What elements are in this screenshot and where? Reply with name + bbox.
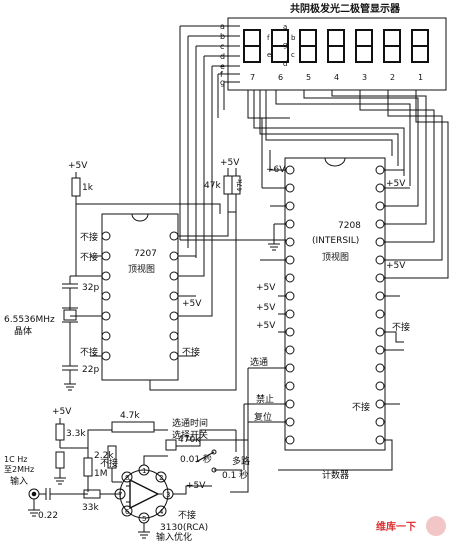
svg-text:b: b: [291, 34, 296, 42]
label-fuwei: 复位: [254, 411, 272, 423]
svg-text:4: 4: [159, 508, 164, 516]
svg-text:f: f: [267, 34, 270, 42]
digit-numbers: 7 6 5 4 3 2 1: [250, 73, 423, 82]
svg-text:6: 6: [125, 508, 130, 516]
r-3-3k: 3.3k: [66, 429, 86, 439]
watermark-text: 维库一下: [376, 520, 416, 533]
switch-multi: 多路: [232, 455, 250, 467]
segment-marks: a b c d e f g: [267, 23, 296, 68]
input-freq: 1C Hz: [4, 455, 27, 464]
chip-7207-nc-3: 不接: [80, 346, 98, 358]
input-freq-2: 至2MHz: [4, 465, 34, 474]
chip-7208-part: 7208: [338, 221, 361, 231]
r-2-2k: 2.2k: [94, 451, 114, 461]
svg-text:g: g: [283, 41, 287, 49]
chip-7208-5v-a: +5V: [256, 283, 276, 293]
svg-text:8: 8: [125, 474, 129, 482]
chip-7208-view: 顶视图: [322, 251, 349, 263]
svg-text:g: g: [220, 78, 225, 87]
chip-7207: [101, 213, 179, 381]
r-47k-label-b: 47k: [236, 178, 244, 192]
r-1k-label: 1k: [82, 183, 94, 193]
svg-text:2: 2: [159, 474, 163, 482]
c-22p-label: 22p: [82, 365, 99, 375]
chip-7208-5v-r2: +5V: [386, 261, 406, 271]
op-amp-part: 3130(RCA): [160, 523, 208, 533]
r-33k: 33k: [82, 503, 99, 513]
r-4-7k: 4.7k: [120, 411, 140, 421]
chip-7207-part: 7207: [134, 249, 157, 259]
r-470k: 470k: [178, 435, 201, 445]
svg-text:5: 5: [142, 515, 146, 523]
chip-7207-vcc: +5V: [182, 299, 202, 309]
chip-7208-nc-r2: 不接: [352, 401, 370, 413]
chip-7208-nc-r1: 不接: [392, 321, 410, 333]
label-xuantong: 选通: [250, 356, 268, 368]
svg-text:3: 3: [166, 491, 170, 499]
segment-letters: a b c d e f g: [220, 22, 225, 87]
svg-text:3: 3: [362, 73, 367, 82]
svg-text:6: 6: [278, 73, 283, 82]
input-label: 输入: [10, 475, 28, 487]
svg-text:1: 1: [418, 73, 423, 82]
svg-text:d: d: [283, 60, 287, 68]
svg-text:b: b: [220, 32, 225, 41]
crystal-label: 晶体: [14, 325, 32, 337]
svg-text:c: c: [220, 42, 224, 51]
r-47k-label-a: 47k: [204, 181, 221, 191]
chip-7208-6v: +6V: [266, 165, 286, 175]
chip-7208-maker: (INTERSIL): [312, 236, 359, 246]
svg-text:4: 4: [334, 73, 339, 82]
svg-text:7: 7: [250, 73, 255, 82]
nc-amp-2: 不接: [178, 509, 196, 521]
chip-7208-5v-r1: +5V: [386, 179, 406, 189]
input-vcc: +5V: [52, 407, 72, 417]
switch-opt-1: 0.01 秒: [180, 453, 212, 465]
chip-7208-5v-b: +5V: [256, 303, 276, 313]
svg-text:7: 7: [118, 491, 122, 499]
vcc-label-mid: +5V: [220, 158, 240, 168]
c-32p-label: 32p: [82, 283, 99, 293]
switch-opt-2: 0.1 秒: [222, 469, 248, 481]
svg-text:e: e: [267, 51, 271, 59]
c-0-22: 0.22: [38, 511, 58, 521]
svg-text:2: 2: [390, 73, 395, 82]
svg-text:c: c: [291, 51, 295, 59]
label-counter: 计数器: [322, 469, 349, 481]
bottom-vcc: +5V: [186, 481, 206, 491]
nc-amp: 不接: [100, 457, 118, 469]
input-opt: 输入优化: [156, 531, 192, 543]
display-title: 共阴极发光二极管显示器: [290, 2, 401, 15]
chip-7207-view: 顶视图: [128, 263, 155, 275]
svg-text:1: 1: [142, 467, 146, 475]
switch-title-1: 选通时间: [172, 417, 208, 429]
svg-text:f: f: [220, 70, 223, 79]
label-jinzhi: 禁止: [256, 393, 274, 405]
r-1m: 1M: [94, 469, 108, 479]
chip-7208-5v-c: +5V: [256, 321, 276, 331]
op-amp-pin-numbers: 1 2 3 4 5 6 7 8: [118, 467, 170, 523]
chip-7207-nc-4: 不接: [182, 346, 200, 358]
svg-text:a: a: [283, 23, 287, 31]
svg-text:d: d: [220, 52, 225, 61]
crystal-freq: 6.5536MHz: [4, 315, 55, 325]
led-digits: [243, 29, 429, 63]
chip-7208: [284, 157, 386, 451]
svg-text:a: a: [220, 22, 225, 31]
led-display: [227, 17, 447, 91]
chip-7207-nc-1: 不接: [80, 231, 98, 243]
watermark-logo: 维库一下: [376, 516, 446, 536]
svg-text:e: e: [220, 62, 225, 71]
svg-text:5: 5: [306, 73, 311, 82]
chip-7207-nc-2: 不接: [80, 251, 98, 263]
vcc-label-left: +5V: [68, 161, 88, 171]
switch-title-2: 选择开关: [172, 429, 208, 441]
